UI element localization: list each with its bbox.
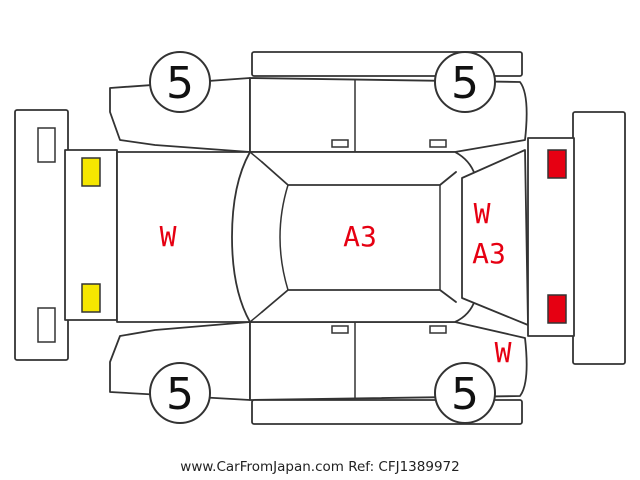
mark-rear-side: W [495, 336, 512, 369]
headlight-top [81, 157, 101, 187]
wheel-rear-right: 5 [434, 362, 496, 424]
wheel-rear-left-score: 5 [166, 369, 194, 420]
rear-bumper [572, 111, 626, 365]
wheel-front-left: 5 [149, 51, 211, 113]
wheel-rear-right-score: 5 [451, 369, 479, 420]
mark-rear-glass-2: A3 [472, 237, 506, 270]
mark-rear-glass-1: W [474, 197, 491, 230]
wheel-front-right-score: 5 [451, 58, 479, 109]
wheel-front-left-score: 5 [166, 58, 194, 109]
front-bumper [14, 109, 69, 361]
footer-reference: www.CarFromJapan.com Ref: CFJ1389972 [180, 459, 459, 475]
taillight-top [547, 149, 567, 179]
mark-roof: A3 [343, 220, 377, 253]
headlight-bottom [81, 283, 101, 313]
mark-hood: W [160, 220, 177, 253]
taillight-bottom [547, 294, 567, 324]
wheel-front-right: 5 [434, 51, 496, 113]
wheel-rear-left: 5 [149, 362, 211, 424]
